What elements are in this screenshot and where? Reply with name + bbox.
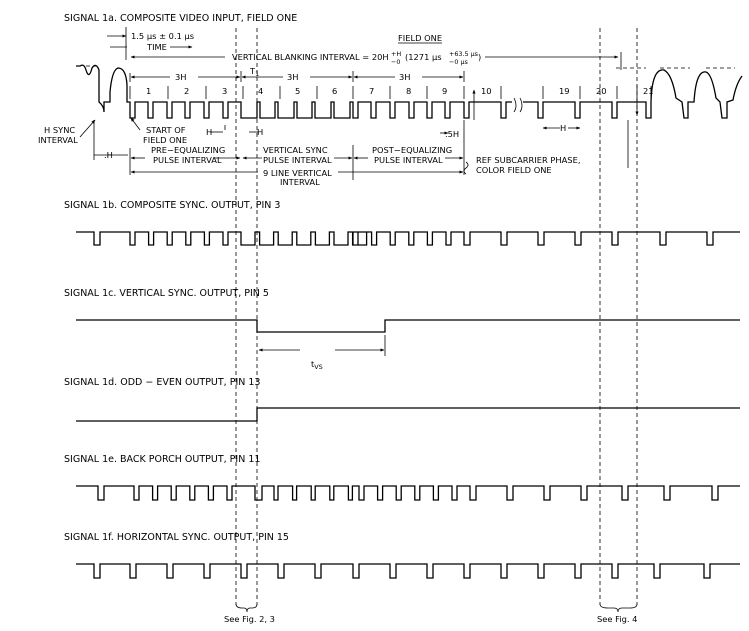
vs-label-2: PULSE INTERVAL (263, 155, 332, 165)
pre-eq-label-2: PULSE INTERVAL (153, 155, 222, 165)
line-number-9: 9 (442, 86, 447, 96)
h-label-3: H (560, 123, 566, 133)
line-number-7: 7 (369, 86, 374, 96)
line-number-5: 5 (295, 86, 300, 96)
half-h-label: .5H (445, 129, 459, 139)
line-number-19: 19 (559, 86, 570, 96)
post-eq-label-1: POST−EQUALIZING (372, 145, 452, 155)
line-number-row: 1 2 3 4 5 6 7 8 9 10 19 20 21 (129, 86, 654, 99)
line-number-3: 3 (222, 86, 227, 96)
fig4-brace (599, 603, 638, 613)
vbi-tol-lo: −0 (391, 58, 400, 66)
signal-1d-title: SIGNAL 1d. ODD − EVEN OUTPUT, PIN 13 (64, 377, 260, 388)
vbi-paren-close: ) (478, 52, 481, 62)
signal-1b-title: SIGNAL 1b. COMPOSITE SYNC. OUTPUT, PIN 3 (64, 200, 280, 211)
three-h-2: 3H (287, 72, 299, 82)
horizontal-sync-waveform (76, 563, 740, 579)
vbi-label: VERTICAL BLANKING INTERVAL = 20H (232, 52, 389, 62)
signal-1e-title: SIGNAL 1e. BACK PORCH OUTPUT, PIN 11 (64, 454, 260, 465)
nine-line-label-2: INTERVAL (280, 177, 320, 187)
signal-1f-title: SIGNAL 1f. HORIZONTAL SYNC. OUTPUT, PIN … (64, 532, 289, 543)
odd-even-waveform (76, 407, 740, 422)
h-label-1: H (206, 127, 212, 137)
vbi-paren-open: (1271 μs (405, 52, 442, 62)
field-one-label: FIELD ONE (398, 33, 442, 43)
composite-sync-waveform (76, 231, 740, 246)
back-porch-waveform (76, 485, 740, 501)
line-number-2: 2 (184, 86, 189, 96)
start-label-2: FIELD ONE (143, 135, 187, 145)
line-number-6: 6 (332, 86, 337, 96)
see-fig-4: See Fig. 4 (597, 614, 637, 624)
line-number-21: 21 (643, 86, 654, 96)
signal-1a-title: SIGNAL 1a. COMPOSITE VIDEO INPUT, FIELD … (64, 13, 297, 24)
pre-eq-label-1: PRE−EQUALIZING (151, 145, 225, 155)
time-label: TIME (146, 42, 167, 52)
dot-h-label: .H (104, 150, 113, 160)
three-h-row (129, 71, 465, 82)
fig23-brace (235, 603, 258, 613)
h-sync-label: H SYNC (44, 125, 75, 135)
line-number-4: 4 (258, 86, 263, 96)
line-number-20: 20 (596, 86, 607, 96)
waveform-dashed-outline (86, 65, 735, 69)
t1-label: T1 (249, 66, 259, 78)
start-label-1: START OF (146, 125, 186, 135)
vbi-tol-hi: +H (391, 50, 401, 58)
vbi-us-lo: −0 μs (449, 58, 469, 66)
line-number-10: 10 (481, 86, 492, 96)
line-number-1: 1 (146, 86, 151, 96)
h-sync-label-2: INTERVAL (38, 135, 78, 145)
timing-label: 1.5 μs ± 0.1 μs (131, 31, 194, 41)
post-eq-label-2: PULSE INTERVAL (374, 155, 443, 165)
h-label-2: H (257, 127, 263, 137)
vertical-sync-waveform (76, 319, 740, 333)
start-pointer (130, 117, 141, 131)
see-fig-23: See Fig. 2, 3 (224, 614, 275, 624)
vbi-us-hi: +63.5 μs (449, 50, 479, 58)
tvs-label: tVS (311, 359, 323, 371)
line-number-8: 8 (406, 86, 411, 96)
vs-label-1: VERTICAL SYNC (263, 145, 328, 155)
nine-line-label-1: 9 LINE VERTICAL (263, 168, 332, 178)
three-h-3: 3H (399, 72, 411, 82)
signal-1c-title: SIGNAL 1c. VERTICAL SYNC. OUTPUT, PIN 5 (64, 288, 269, 299)
ref-brace (463, 161, 469, 175)
three-h-1: 3H (175, 72, 187, 82)
break-marks (513, 97, 523, 113)
ref-label-1: REF SUBCARRIER PHASE, (476, 155, 580, 165)
ref-label-2: COLOR FIELD ONE (476, 165, 552, 175)
h-sync-pointer (79, 119, 96, 138)
